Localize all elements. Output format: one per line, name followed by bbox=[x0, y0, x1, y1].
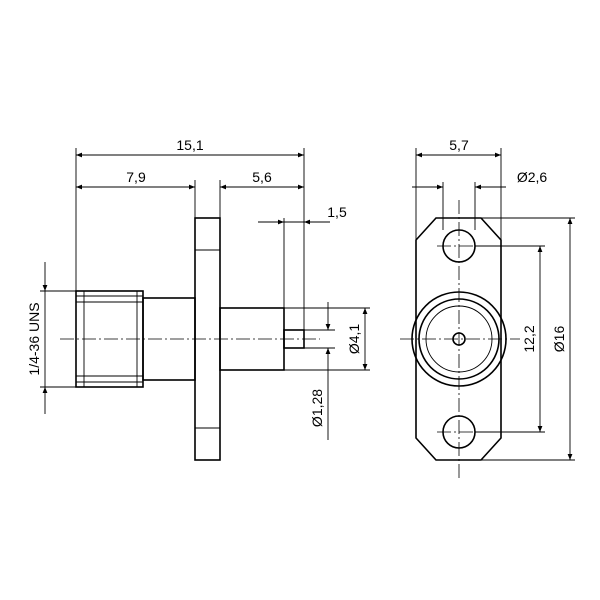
pin-diameter-label: Ø1,28 bbox=[309, 389, 325, 427]
flange-height-label: Ø16 bbox=[551, 326, 567, 353]
body-length-label: 7,9 bbox=[126, 169, 146, 185]
flange-width-label: 5,7 bbox=[449, 137, 469, 153]
thread-label: 1/4-36 UNS bbox=[26, 302, 42, 375]
front-view: 5,7 Ø2,6 12,2 Ø16 bbox=[400, 137, 575, 478]
hole-diameter-label: Ø2,6 bbox=[517, 169, 548, 185]
rear-diameter-label: Ø4,1 bbox=[346, 324, 362, 355]
side-view: 15,1 7,9 5,6 1,5 1/4-36 UNS Ø4,1 Ø1,28 bbox=[26, 137, 370, 461]
overall-length-label: 15,1 bbox=[176, 137, 203, 153]
rear-length-label: 5,6 bbox=[252, 169, 272, 185]
hole-spacing-label: 12,2 bbox=[521, 325, 537, 352]
pin-length-label: 1,5 bbox=[327, 204, 347, 220]
rear-body bbox=[219, 307, 285, 371]
